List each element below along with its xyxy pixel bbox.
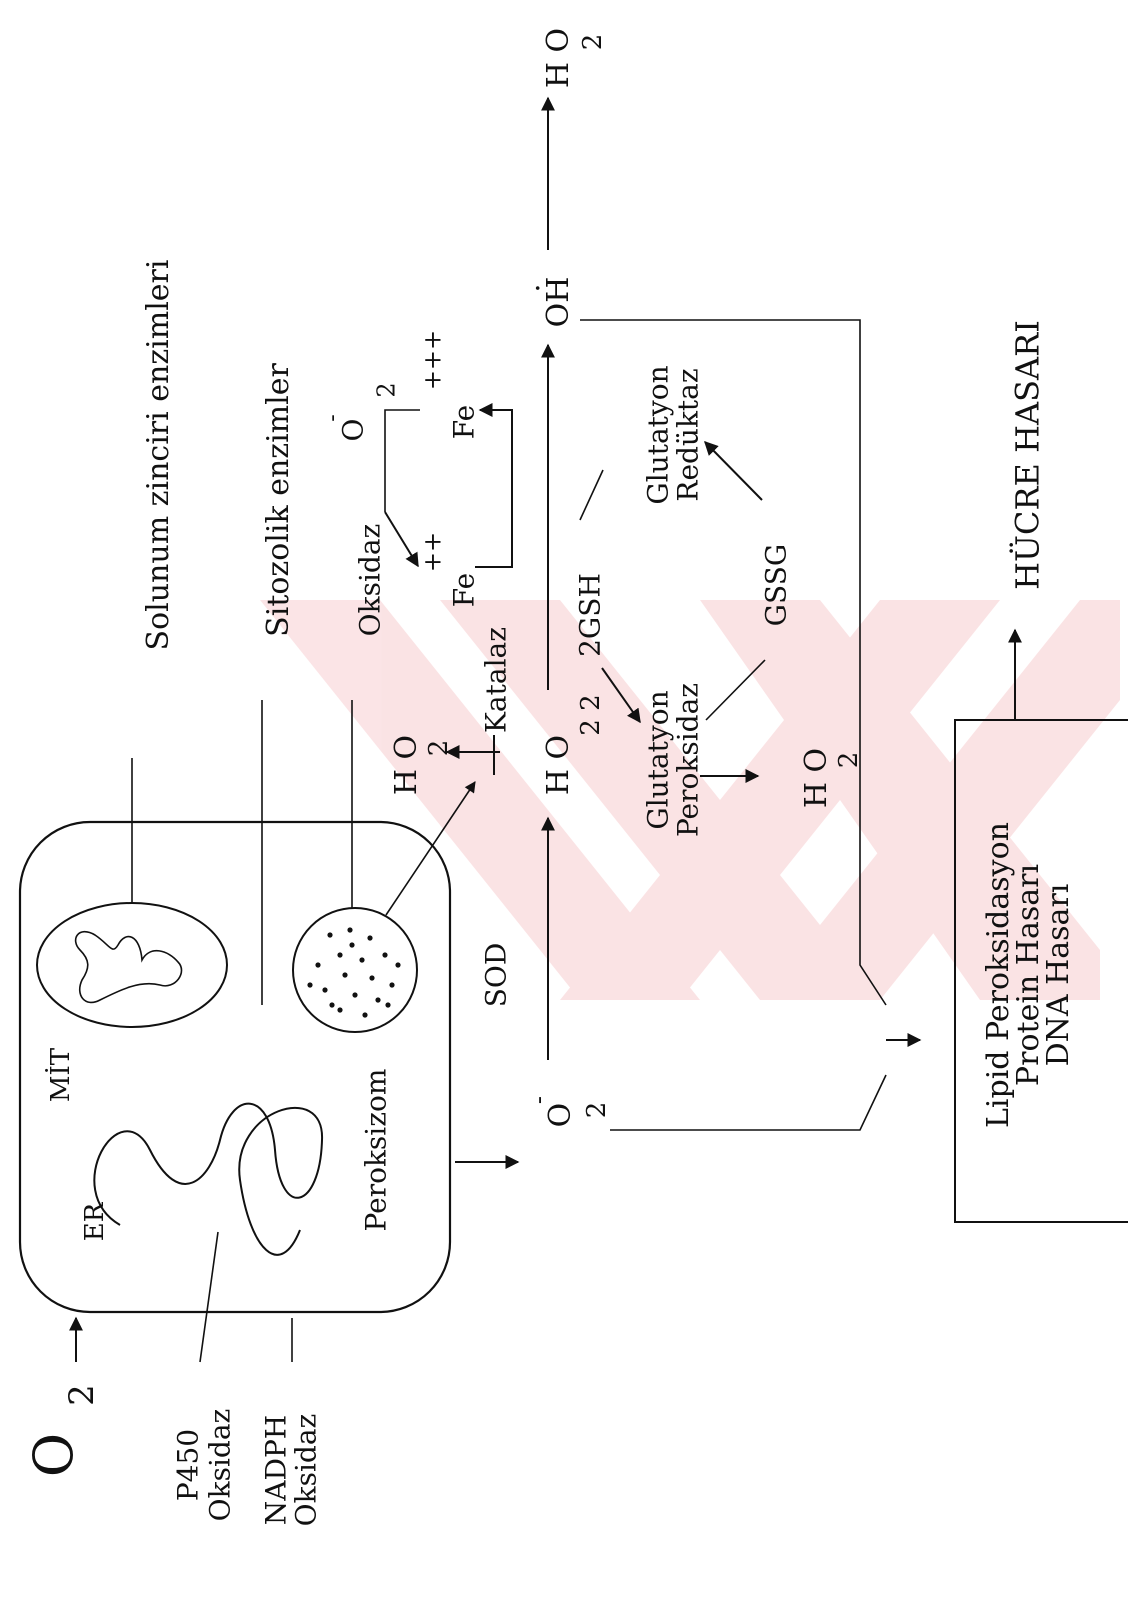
granule-dot — [337, 952, 342, 957]
mit-label: MİT — [45, 1047, 76, 1102]
superoxide-top-sup: - — [320, 414, 345, 421]
gsh-label: 2GSH — [574, 573, 607, 657]
h2o-gpx-label: H O — [799, 748, 834, 808]
fe2-superscript: ++ — [419, 532, 447, 572]
h2o-final-label: H O — [541, 28, 576, 88]
h2o2-subscript: 2 2 — [576, 694, 606, 735]
h2o2-label: H O — [541, 735, 576, 795]
superoxide-top-sub: 2 — [373, 382, 401, 397]
granule-dot — [307, 982, 312, 987]
granule-dot — [389, 982, 394, 987]
p450-oksidaz-label: Oksidaz — [204, 1409, 237, 1522]
er-label: ER — [80, 1201, 110, 1241]
granule-dot — [375, 997, 380, 1002]
h2o-katalaz-label: H O — [389, 735, 424, 795]
granule-dot — [349, 942, 354, 947]
glutatyon-reduktaz-line1: Glutatyon — [642, 365, 675, 504]
peroxisome-granules — [307, 927, 400, 1017]
granule-dot — [337, 1007, 342, 1012]
oksidaz-label: Oksidaz — [354, 524, 387, 637]
granule-dot — [385, 1002, 390, 1007]
granule-dot — [322, 987, 327, 992]
granule-dot — [367, 935, 372, 940]
fe3-bracket-left — [385, 410, 420, 512]
h2o-final-sub: 2 — [578, 34, 608, 51]
oksidaz-to-fe2-arrow — [385, 512, 418, 566]
h2o-katalaz-sub: 2 — [424, 740, 454, 757]
peroxisome-shape — [293, 908, 417, 1032]
granule-dot — [347, 927, 352, 932]
granule-dot — [329, 1002, 334, 1007]
sitozolik-enzimler-label: Sitozolik enzimler — [261, 363, 296, 637]
granule-dot — [382, 952, 387, 957]
er-pointer-line — [200, 1232, 218, 1362]
fe2-label: Fe — [448, 573, 481, 607]
o2-source-subscript: 2 — [62, 1384, 102, 1406]
granule-dot — [315, 962, 320, 967]
nadph-oksidaz-label: Oksidaz — [290, 1414, 323, 1527]
granule-dot — [359, 957, 364, 962]
superoxide-to-damage-line — [610, 1075, 886, 1130]
gr-to-gsh-line — [580, 470, 603, 520]
glutatyon-peroksidaz-line1: Glutatyon — [642, 690, 675, 829]
granule-dot — [352, 992, 357, 997]
granule-dot — [327, 932, 332, 937]
oh-radical-dot: · — [522, 284, 555, 293]
h2o-gpx-sub: 2 — [834, 752, 864, 769]
nadph-label: NADPH — [260, 1415, 293, 1525]
o2-source-label: O — [22, 1433, 85, 1477]
fe3-label: Fe — [448, 405, 481, 439]
granule-dot — [342, 972, 347, 977]
granule-dot — [395, 962, 400, 967]
fe2-to-fe3-bracket — [475, 410, 512, 567]
superoxide-main-sub: 2 — [582, 1102, 612, 1119]
gpx-to-gssg-line — [706, 660, 765, 720]
mitochondrion-shape — [37, 903, 227, 1027]
damage-dna-label: DNA Hasarı — [1041, 884, 1076, 1067]
glutatyon-peroksidaz-line2: Peroksidaz — [672, 683, 705, 837]
er-membrane-shape — [94, 1104, 322, 1255]
peroksizom-label: Peroksizom — [360, 1069, 393, 1232]
gssg-to-gr-arrow — [705, 442, 762, 500]
gssg-label: GSSG — [760, 544, 793, 627]
mitochondrion-cristae — [76, 932, 182, 1003]
p450-label: P450 — [172, 1429, 205, 1501]
superoxide-main-sup: - — [525, 1096, 553, 1104]
glutatyon-reduktaz-line2: Redüktaz — [672, 368, 705, 501]
fe3-superscript: +++ — [419, 330, 447, 390]
sod-label: SOD — [480, 943, 513, 1008]
granule-dot — [362, 1012, 367, 1017]
granule-dot — [369, 975, 374, 980]
hucre-hasari-label: HÜCRE HASARI — [1009, 320, 1047, 590]
solunum-zinciri-label: Solunum zinciri enzimleri — [141, 260, 176, 651]
superoxide-main-label: O — [543, 1103, 578, 1128]
katalaz-label: Katalaz — [480, 627, 513, 733]
